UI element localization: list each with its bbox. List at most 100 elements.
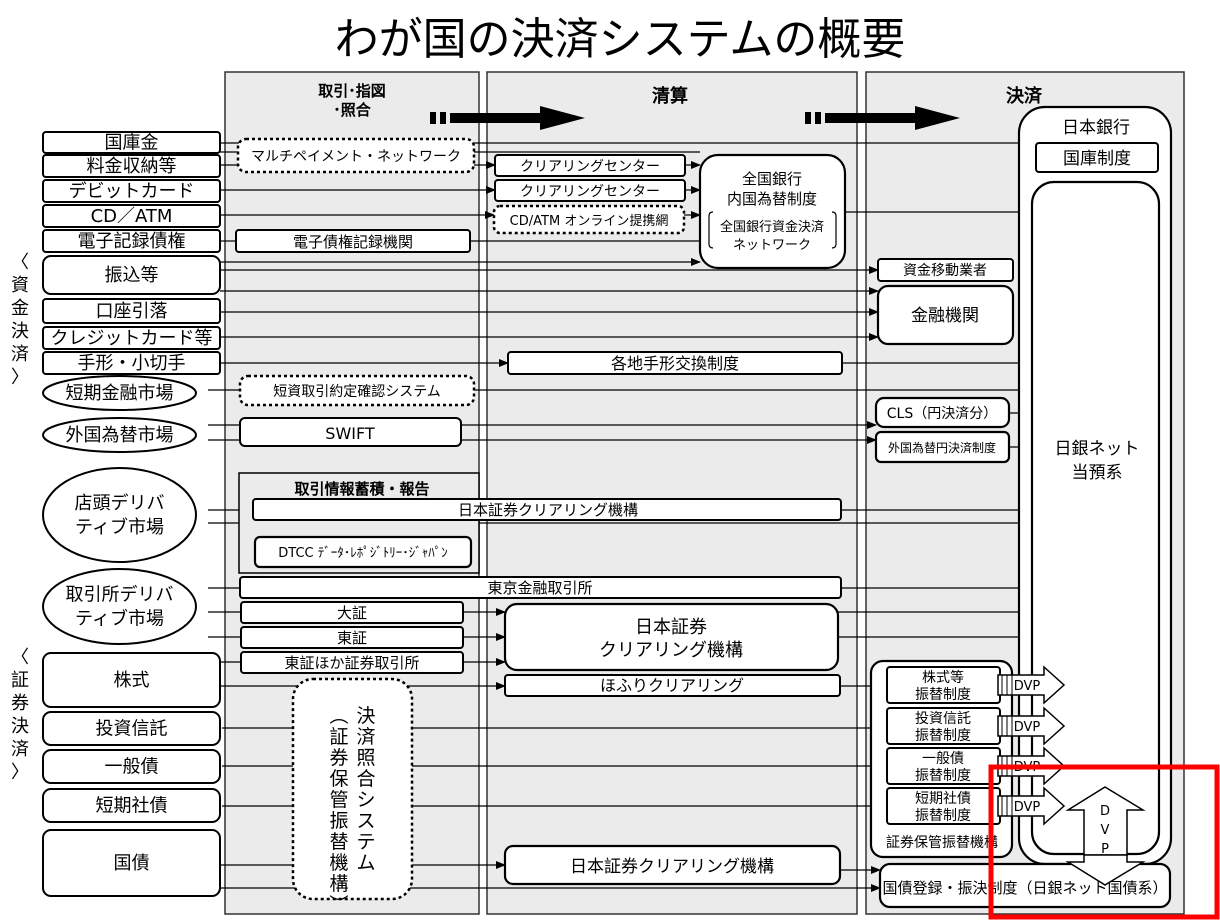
clearing-center-1-box: [494, 154, 686, 177]
shikin-ido-box: [877, 258, 1014, 282]
tosho-label: 東証: [337, 629, 367, 647]
jscc-otc-box: [252, 498, 842, 521]
left-item-toshin-box: [42, 711, 221, 746]
column-header-settlement: 決済: [1006, 85, 1043, 107]
kabushiki-furikae-label: 株式等振替制度: [915, 669, 971, 703]
tegata-label: 各地手形交換制度: [611, 354, 739, 373]
page-title: わが国の決済システムの概要: [335, 14, 906, 65]
left-item-ryokin-box: [42, 154, 221, 178]
kokko-box: [1035, 142, 1159, 173]
gaitame-box: [874, 430, 1011, 464]
left-item-kokkokin-box: [42, 131, 221, 154]
tosho-etc-box: [240, 651, 464, 674]
cls-box: [874, 396, 1011, 429]
clearing-center-2-label: クリアリングセンター: [520, 184, 660, 200]
boj-net-label: 日銀ネット当預系: [1055, 439, 1140, 483]
left-item-credit-box: [42, 326, 221, 350]
swift-box: [239, 417, 462, 447]
dvp-vertical-arrow-tip: [1065, 854, 1146, 886]
side-label-securities: 〈証券決済〉: [11, 647, 29, 783]
highlight-box: [988, 764, 1220, 920]
jscc-jgb-label: 日本証券クリアリング機構: [570, 857, 774, 877]
dvp-label: DVP: [1014, 679, 1041, 694]
tanki-furikae-label: 短期社債振替制度: [915, 791, 971, 824]
tosho-etc-label: 東証ほか証券取引所: [284, 654, 419, 672]
daisho-label: 大証: [337, 604, 367, 622]
left-item-koza-hikiotoshi-box: [42, 298, 221, 324]
column-header-trade: 取引･指図･照合: [318, 82, 386, 119]
left-item-exchange-derivatives-box: [42, 568, 197, 645]
left-item-furikomi-box: [42, 255, 221, 295]
left-item-ippansai-box: [42, 749, 221, 784]
flow-arrow-trade-to-clearing: [430, 106, 585, 130]
clearing-center-1-label: クリアリングセンター: [520, 159, 660, 175]
jgb-label: 国債登録・振決制度（日銀ネット国債系）: [882, 879, 1167, 897]
zengin-net-label: 全国銀行資金決済ネットワーク: [720, 219, 824, 253]
book-entry-systems: 株式等振替制度DVP投資信託振替制度DVP一般債振替制度DVP短期社債振替制度D…: [886, 665, 1066, 826]
left-item-tankishasai-label: 短期社債: [96, 796, 168, 817]
left-item-toshin-label: 投資信託: [96, 719, 168, 740]
densai-label: 電子債権記録機関: [293, 233, 413, 251]
jscc-main-box: [503, 602, 840, 672]
left-item-ryokin-label: 料金収納等: [87, 156, 177, 177]
tosho-box: [240, 626, 464, 649]
left-item-fx-market-label: 外国為替市場: [66, 425, 174, 446]
jasdec-label: 証券保管振替機構: [886, 835, 998, 851]
densai-box: [235, 229, 471, 253]
toshin-furikae-label: 投資信託振替制度: [915, 711, 971, 744]
left-item-debit-box: [42, 179, 221, 203]
left-item-tegata-kogitte-label: 手形・小切手: [78, 353, 186, 374]
jscc-main-label: 日本証券クリアリング機構: [599, 617, 743, 661]
left-item-credit-label: クレジットカード等: [51, 328, 213, 349]
multipayment-label: マルチペイメント・ネットワーク: [251, 149, 461, 165]
trade-repository-header: 取引情報蓄積・報告: [294, 480, 429, 498]
boj-net-box: [1030, 180, 1161, 856]
left-item-list: 国庫金料金収納等デビットカードCD／ATM電子記録債権振込等口座引落クレジットカ…: [42, 131, 221, 897]
jscc-otc-label: 日本証券クリアリング機構: [458, 501, 638, 519]
left-item-denshi-kiroku-label: 電子記録債権: [78, 231, 186, 252]
left-item-fx-market-box: [42, 417, 197, 453]
jasdec-matching-box: [291, 677, 414, 901]
left-item-tegata-kogitte-box: [42, 351, 221, 375]
dvp-label: DVP: [1014, 800, 1041, 815]
dtcc-box: [253, 535, 473, 569]
tanshi-label: 短資取引約定確認システム: [273, 384, 441, 400]
left-item-tanki-market-label: 短期金融市場: [66, 383, 174, 404]
hofuri-label: ほふりクリアリング: [600, 676, 744, 695]
left-item-tanki-market-box: [42, 375, 197, 411]
kinyu-box: [876, 284, 1015, 346]
left-item-kabushiki-box: [42, 652, 221, 708]
left-item-otc-derivatives-box: [42, 467, 197, 563]
left-item-kokusai-box: [42, 829, 221, 897]
cdatm-network-label: CD/ATM オンライン提携網: [510, 213, 669, 229]
daisho-box: [240, 601, 464, 624]
left-item-kokusai-label: 国債: [114, 853, 150, 874]
left-item-cd-atm-label: CD／ATM: [91, 206, 173, 227]
kinyu-label: 金融機関: [911, 306, 979, 326]
ippan-furikae-label: 一般債振替制度: [915, 751, 971, 784]
dvp-arrow: [997, 665, 1066, 705]
side-label-funds: 〈資金決済〉: [11, 252, 29, 388]
cls-label: CLS（円決済分）: [887, 406, 997, 422]
boj-label: 日本銀行: [1062, 118, 1130, 138]
dvp-arrow: [997, 786, 1066, 826]
left-item-cd-atm-box: [42, 204, 221, 228]
tegata-box: [507, 351, 843, 375]
shikin-ido-label: 資金移動業者: [903, 263, 987, 279]
jasdec-matching-label: 決済照合システム︵証券保管振替機構︶: [329, 705, 375, 916]
left-item-exchange-derivatives-label: 取引所デリバティブ市場: [66, 585, 174, 630]
multipayment-box: [236, 137, 476, 174]
hofuri-box: [504, 674, 841, 697]
gaitame-label: 外国為替円決済制度: [888, 440, 996, 455]
left-item-koza-hikiotoshi-label: 口座引落: [96, 301, 168, 322]
jscc-jgb-box: [503, 844, 842, 886]
cdatm-network-box: [492, 204, 686, 235]
column-header-clearing: 清算: [652, 85, 688, 107]
zengin-box: [698, 153, 847, 270]
tfx-box: [239, 576, 842, 599]
left-item-otc-derivatives-label: 店頭デリバティブ市場: [75, 493, 165, 538]
dvp-label: DVP: [1014, 720, 1041, 735]
tanshi-box: [238, 374, 476, 407]
